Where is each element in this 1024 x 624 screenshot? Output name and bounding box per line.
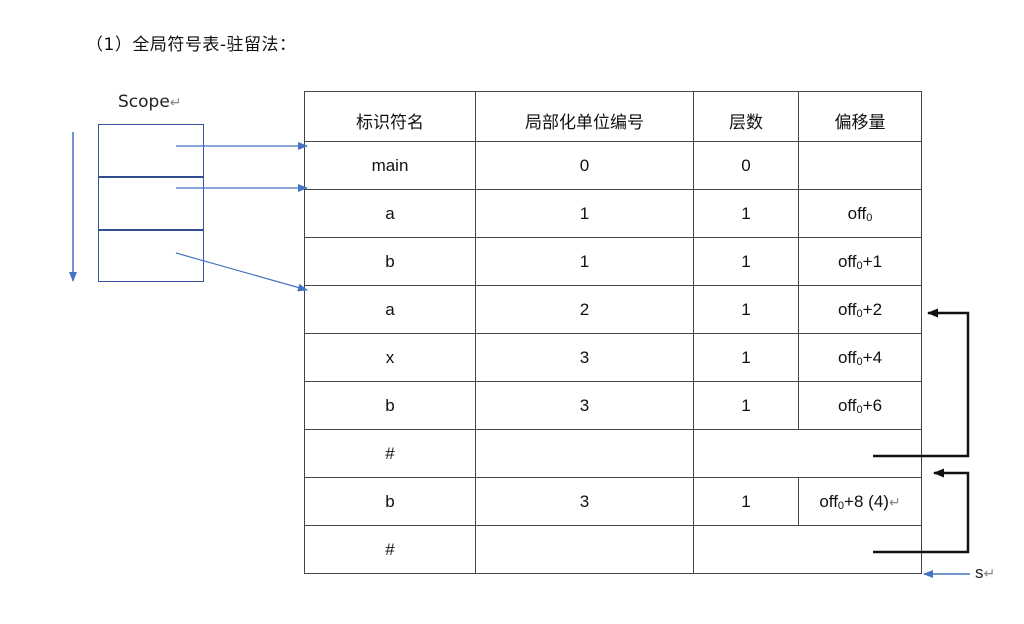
offset-suffix: +6 — [862, 395, 883, 415]
scope-cell-2 — [99, 178, 203, 230]
cell-identifier: b — [304, 477, 476, 526]
cell-offset — [798, 141, 922, 190]
cell-unit-number: 2 — [475, 285, 694, 334]
offset-subscript: 0 — [856, 259, 863, 272]
cell-identifier: # — [304, 429, 476, 478]
cell-unit-number — [475, 429, 694, 478]
cell-unit-number: 3 — [475, 477, 694, 526]
cell-identifier: a — [304, 285, 476, 334]
offset-base: off — [819, 491, 838, 511]
return-mark: ↵ — [169, 95, 182, 111]
table-header-row: 标识符名 局部化单位编号 层数 偏移量 — [304, 91, 922, 142]
cell-offset: off0+4 — [798, 333, 922, 382]
offset-suffix: +4 — [862, 347, 883, 367]
cell-unit-number: 1 — [475, 237, 694, 286]
offset-subscript: 0 — [856, 307, 863, 320]
return-mark: ↵ — [888, 493, 901, 510]
s-label-text: s — [975, 563, 984, 582]
cell-identifier: # — [304, 525, 476, 574]
cell-unit-number: 3 — [475, 381, 694, 430]
header-level: 层数 — [693, 91, 799, 142]
cell-unit-number — [475, 525, 694, 574]
cell-level: 1 — [693, 189, 799, 238]
cell-level: 1 — [693, 285, 799, 334]
cell-level-offset-merged — [693, 525, 922, 574]
table-row: # — [304, 429, 922, 478]
cell-level: 1 — [693, 381, 799, 430]
header-identifier-name: 标识符名 — [304, 91, 476, 142]
offset-subscript: 0 — [856, 403, 863, 416]
cell-identifier: x — [304, 333, 476, 382]
cell-level: 1 — [693, 333, 799, 382]
cell-offset: off0+1 — [798, 237, 922, 286]
cell-offset: off0 — [798, 189, 922, 238]
offset-base: off — [837, 347, 857, 367]
cell-unit-number: 3 — [475, 333, 694, 382]
cell-unit-number: 0 — [475, 141, 694, 190]
header-offset: 偏移量 — [798, 91, 922, 142]
scope-divider-1 — [99, 176, 203, 178]
cell-level: 0 — [693, 141, 799, 190]
page-heading: （1）全局符号表-驻留法： — [86, 35, 297, 55]
cell-identifier: b — [304, 237, 476, 286]
scope-label-text: Scope — [118, 92, 170, 112]
offset-suffix: +1 — [862, 251, 883, 271]
offset-base: off — [837, 395, 857, 415]
cell-level: 1 — [693, 237, 799, 286]
cell-offset: off0+2 — [798, 285, 922, 334]
table-row: # — [304, 525, 922, 574]
s-label: s↵ — [975, 563, 995, 583]
offset-suffix: +2 — [862, 299, 883, 319]
cell-identifier: main — [304, 141, 476, 190]
offset-base: off — [837, 251, 857, 271]
offset-subscript: 0 — [837, 499, 845, 512]
scope-divider-2 — [99, 229, 203, 231]
cell-level: 1 — [693, 477, 799, 526]
cell-unit-number: 1 — [475, 189, 694, 238]
header-unit-number: 局部化单位编号 — [475, 91, 694, 142]
scope-stack — [98, 124, 204, 282]
cell-level-offset-merged — [693, 429, 922, 478]
cell-offset: off0+6 — [798, 381, 922, 430]
cell-offset: off0+8 (4)↵ — [798, 477, 922, 526]
offset-base: off — [847, 203, 867, 223]
cell-identifier: b — [304, 381, 476, 430]
cell-identifier: a — [304, 189, 476, 238]
scope-cell-1 — [99, 125, 203, 177]
offset-subscript: 0 — [856, 355, 863, 368]
offset-suffix: +8 (4) — [844, 491, 889, 511]
scope-cell-3 — [99, 231, 203, 283]
s-return-mark: ↵ — [983, 565, 996, 581]
offset-subscript: 0 — [866, 211, 873, 224]
scope-label: Scope↵ — [118, 92, 182, 112]
offset-base: off — [837, 299, 857, 319]
